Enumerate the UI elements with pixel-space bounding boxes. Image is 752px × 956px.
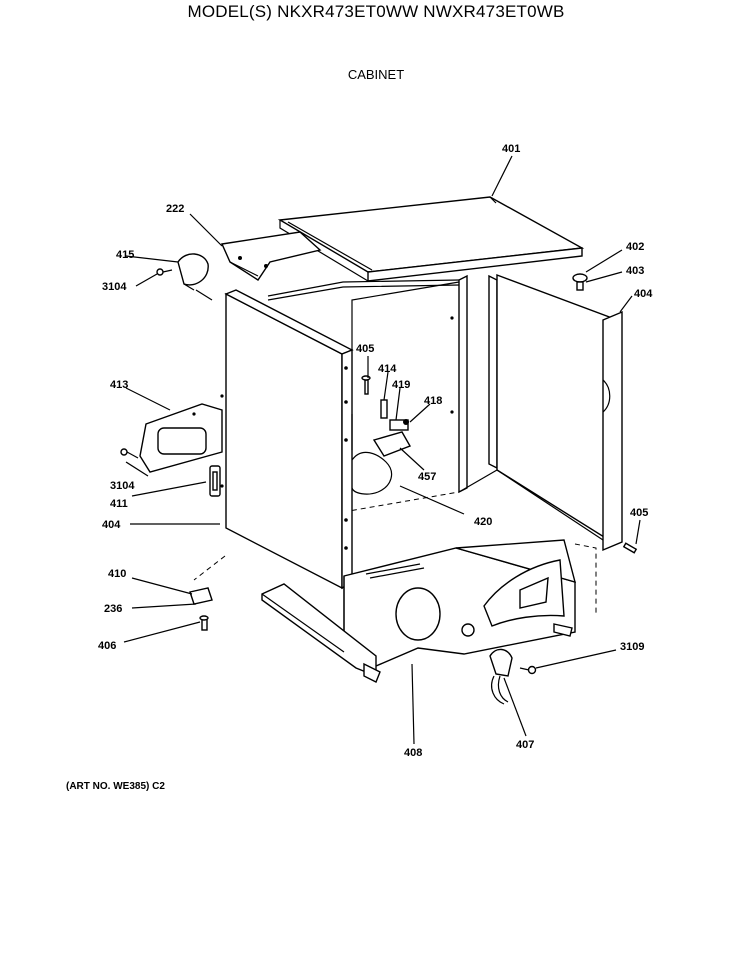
label-419: 419	[392, 379, 410, 391]
part-410-236-406-leg	[189, 587, 213, 631]
label-3109: 3109	[620, 641, 644, 653]
label-418: 418	[424, 395, 442, 407]
label-3104-left: 3104	[110, 480, 135, 492]
screw-3104-left	[120, 448, 139, 459]
label-3104-top: 3104	[102, 281, 127, 293]
label-415: 415	[116, 249, 134, 261]
left-side-panel	[220, 289, 354, 590]
page-title: MODEL(S) NKXR473ET0WW NWXR473ET0WB	[187, 2, 565, 21]
label-457: 457	[418, 471, 436, 483]
label-411: 411	[110, 498, 128, 510]
part-413-bracket	[139, 403, 223, 473]
label-410: 410	[108, 568, 126, 580]
top-rear-bracket	[220, 231, 322, 281]
base-assembly	[261, 539, 576, 683]
label-402: 402	[626, 241, 644, 253]
screw-3109	[519, 665, 537, 675]
label-407: 407	[516, 739, 534, 751]
part-415-clip	[177, 253, 209, 291]
leader-lines	[123, 155, 641, 745]
rear-panel	[351, 281, 460, 495]
label-401: 401	[502, 143, 520, 155]
label-406: 406	[98, 640, 116, 652]
part-407-cord-clamp	[489, 648, 513, 705]
label-403: 403	[626, 265, 644, 277]
section-subtitle: CABINET	[347, 67, 405, 82]
part-411-plate	[209, 465, 221, 497]
part-cluster-center	[351, 375, 412, 457]
label-405-right: 405	[630, 507, 648, 519]
part-402-403-leveling	[572, 273, 588, 291]
label-405-center: 405	[356, 343, 374, 355]
top-cover	[277, 196, 585, 282]
label-413: 413	[110, 379, 128, 391]
cabinet-frame	[193, 273, 623, 616]
label-236: 236	[104, 603, 122, 615]
art-number: (ART NO. WE385) C2	[66, 781, 165, 792]
screw-3104-top	[156, 268, 173, 276]
screw-405-right	[622, 542, 638, 554]
label-222: 222	[166, 203, 184, 215]
label-414: 414	[378, 363, 397, 375]
callout-labels: 401 222 415 3104 402 403 404 405 414 419…	[98, 143, 653, 759]
label-404-left: 404	[102, 519, 121, 531]
label-408: 408	[404, 747, 422, 759]
label-404-right: 404	[634, 288, 653, 300]
label-420: 420	[474, 516, 492, 528]
